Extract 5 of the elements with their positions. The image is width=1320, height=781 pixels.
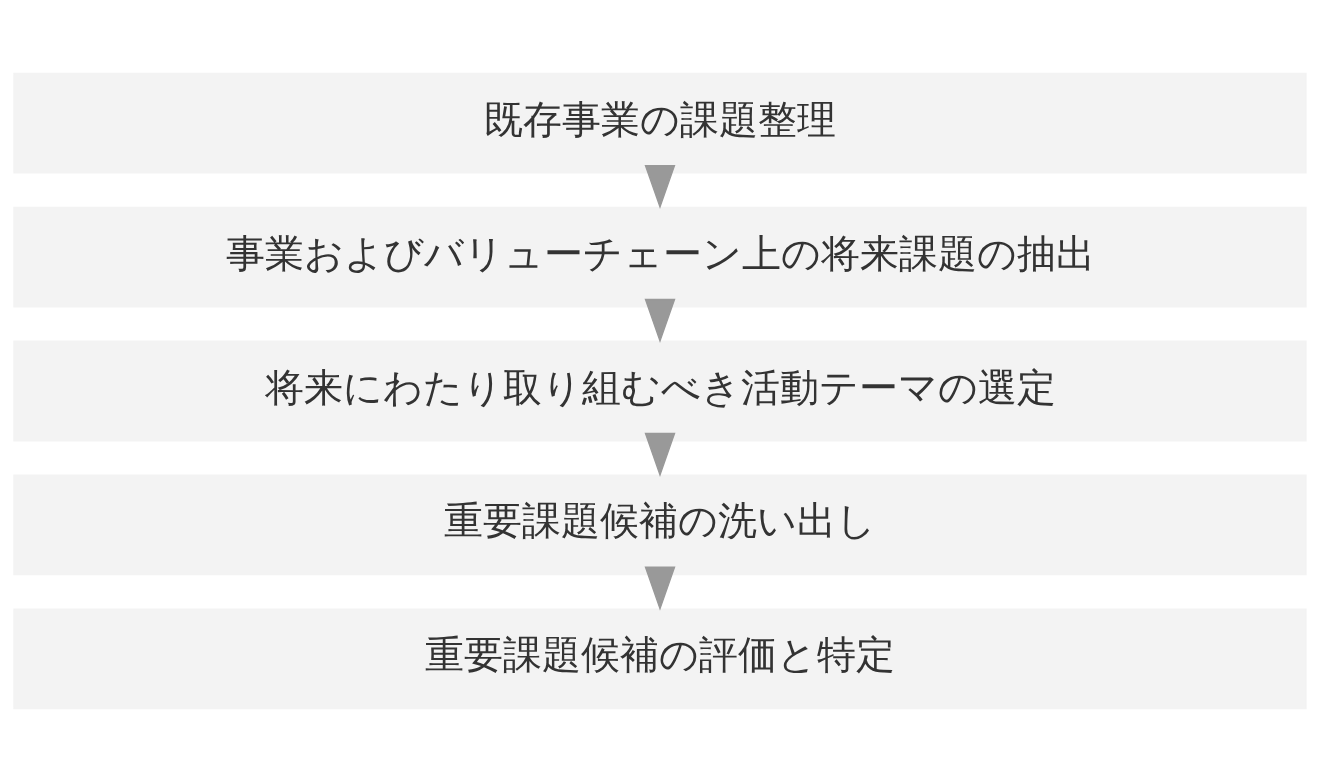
arrow bbox=[644, 164, 676, 209]
arrow bbox=[644, 432, 676, 477]
node-box: 重要課題候補の評価と特定 bbox=[13, 607, 1307, 709]
arrow bbox=[644, 566, 676, 611]
arrow bbox=[644, 298, 676, 343]
